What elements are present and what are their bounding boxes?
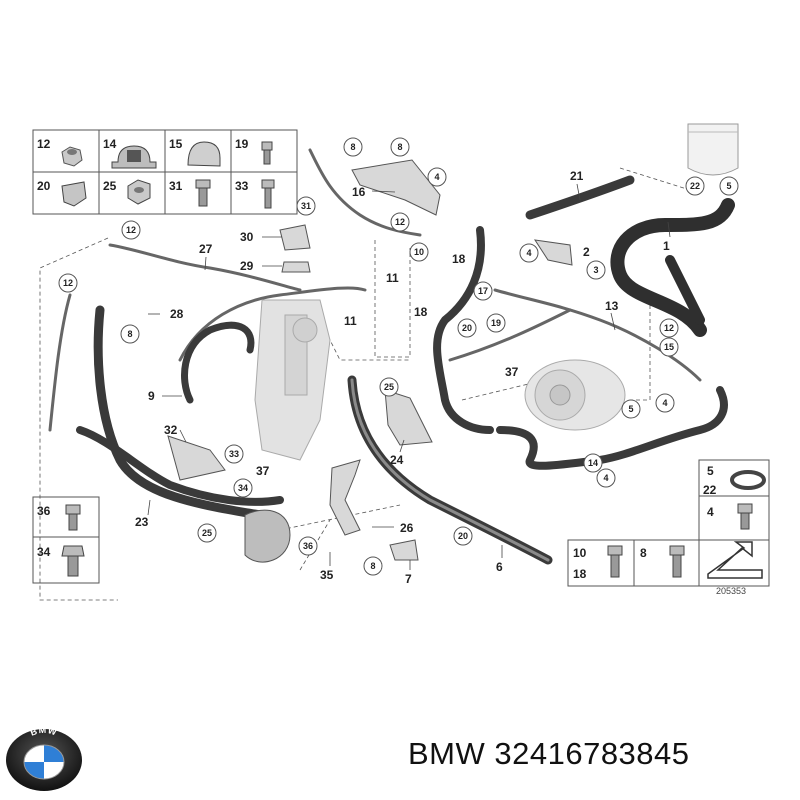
callout-8: 8 [127,329,132,339]
callout-28: 28 [170,307,184,321]
callout-1: 1 [663,239,670,253]
brackets [167,159,573,563]
callout-37: 37 [505,365,519,379]
callout-11: 11 [386,271,399,285]
callout-37: 37 [256,464,270,478]
callout-8: 8 [370,561,375,571]
callout-4-legend: 4 [707,505,714,519]
callout-34: 34 [238,483,248,493]
callout-12: 12 [664,323,674,333]
part-number-caption: BMW 32416783845 [408,736,690,771]
callout-9: 9 [148,389,155,403]
bolt-legend-right [567,459,770,587]
callout-8: 8 [350,142,355,152]
callout-4: 4 [526,248,531,258]
callout-23: 23 [135,515,149,529]
callout-33: 33 [235,179,249,193]
bmw-logo-text: BMW [29,726,59,738]
diagram-reference-number: 205353 [716,586,746,596]
callout-14: 14 [588,458,598,468]
callout-26: 26 [400,521,414,535]
callout-18: 18 [452,252,466,266]
callout-4: 4 [603,473,608,483]
callout-11: 11 [344,314,357,328]
callout-4: 4 [434,172,439,182]
bmw-logo: BMW [6,726,82,791]
callout-15: 15 [169,137,183,151]
fluid-reservoir [687,123,739,176]
steering-gear [254,299,331,461]
callout-21: 21 [570,169,584,183]
bolt-legend-left: 36 34 [32,496,100,584]
callout-33: 33 [229,449,239,459]
circled-callouts [58,137,739,576]
callout-14: 14 [103,137,117,151]
bolt-legend-right-labels: 5 22 4 10 18 8 [573,464,717,581]
leader-lines [147,183,671,570]
callout-29: 29 [240,259,254,273]
callout-6: 6 [496,560,503,574]
circled-callout-labels: 8 8 4 12 31 12 12 8 10 17 20 19 4 3 22 5… [63,142,732,571]
callout-32: 32 [164,423,178,437]
callout-16: 16 [352,185,366,199]
bolt-legend-right-icons [607,470,766,579]
callout-30: 30 [240,230,254,244]
callout-36: 36 [303,541,313,551]
callout-19: 19 [491,318,501,328]
callout-2: 2 [583,245,590,259]
callout-22: 22 [690,181,700,191]
callout-12: 12 [126,225,136,235]
callout-5: 5 [726,181,731,191]
callout-20: 20 [462,323,472,333]
callout-22-legend: 22 [703,483,717,497]
callout-10: 10 [414,247,424,257]
callout-12: 12 [395,217,405,227]
plain-callouts: 16 21 30 27 29 11 11 18 18 2 1 13 28 9 3… [135,169,670,586]
callout-34: 34 [37,545,51,559]
callout-27: 27 [199,242,213,256]
callout-8: 8 [397,142,402,152]
callout-12: 12 [63,278,73,288]
callout-18: 18 [414,305,428,319]
callout-25: 25 [103,179,117,193]
callout-8-legend: 8 [640,546,647,560]
callout-19: 19 [235,137,249,151]
callout-4: 4 [662,398,667,408]
callout-5-legend: 5 [707,464,714,478]
hose-lines [48,148,735,565]
callout-7: 7 [405,572,412,586]
callout-3: 3 [593,265,598,275]
legend-labels: 12 14 15 19 20 25 31 33 [37,137,249,193]
callout-5: 5 [628,404,633,414]
callout-31: 31 [301,201,311,211]
legend-parts-icons [61,141,275,209]
callout-25: 25 [202,528,212,538]
callout-17: 17 [478,286,488,296]
callout-10-legend: 10 [573,546,587,560]
callout-20: 20 [37,179,51,193]
callout-20: 20 [458,531,468,541]
parts-legend-grid [32,129,298,215]
callout-15: 15 [664,342,674,352]
callout-25: 25 [384,382,394,392]
callout-35: 35 [320,568,334,582]
callout-24: 24 [390,453,404,467]
steering-pump [524,359,626,431]
callout-31: 31 [169,179,183,193]
callout-18-legend: 18 [573,567,587,581]
callout-36: 36 [37,504,51,518]
callout-13: 13 [605,299,619,313]
callout-12: 12 [37,137,51,151]
